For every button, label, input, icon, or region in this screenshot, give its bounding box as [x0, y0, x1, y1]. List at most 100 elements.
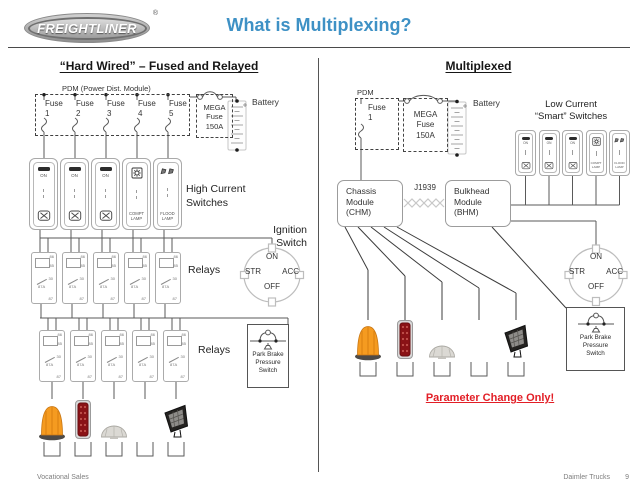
rocker-on-bar — [545, 136, 553, 140]
bulkhead-module-label-line: (BHM) — [454, 207, 479, 218]
work-light-icon — [568, 161, 577, 169]
relay-pin-label: 85 — [57, 341, 62, 346]
rocker-on-label: ON — [71, 172, 78, 178]
work-light-icon — [68, 209, 81, 221]
high-current-switches-label: High Current Switches — [186, 183, 246, 209]
ignition-switch-title: Ignition Switch — [273, 224, 307, 249]
relay-pin-label: 87A — [69, 284, 77, 289]
rocker-on-label: ON — [40, 172, 47, 178]
rocker-on-label: ON — [546, 140, 552, 145]
rocker-switch: ON — [538, 130, 560, 176]
ignition-acc-label: ACC — [606, 267, 623, 276]
rocker-face: ON — [32, 161, 55, 227]
lamp — [427, 318, 457, 362]
rocker-on-bar — [568, 136, 577, 140]
rocker-on-bar — [99, 166, 112, 171]
j1939-label: J1939 — [414, 183, 436, 192]
ignition-on-label: ON — [266, 252, 278, 261]
rocker-face: COMPT LAMP — [588, 133, 604, 173]
pdm-label: PDM — [357, 88, 374, 97]
dome-lamp-graphic — [429, 345, 455, 359]
rocker-label: FLOOD LAMP — [160, 211, 175, 222]
ignition-str-label: STR — [245, 267, 261, 276]
park-brake-label-line: Switch — [586, 350, 605, 358]
relay-pin-label: 85 — [111, 263, 116, 268]
relay-pin-label: 87A — [100, 284, 108, 289]
work-light-icon — [521, 161, 530, 169]
rocker-face: ON — [63, 161, 86, 227]
freightliner-logo: FREIGHTLINER ® — [24, 10, 158, 43]
compartment-lamp-icon — [131, 167, 142, 178]
relay-pin-label: 87A — [131, 284, 139, 289]
relay-pin-label: 87 — [79, 296, 84, 301]
red-marker-lamp-graphic — [75, 400, 91, 439]
left-section-heading: “Hard Wired” – Fused and Relayed — [59, 59, 259, 73]
rocker-divider — [595, 151, 597, 157]
right-section-heading: Multiplexed — [445, 59, 512, 73]
relay-pin-label: 30 — [141, 276, 146, 281]
parameter-change-note: Parameter Change Only! — [425, 392, 555, 404]
relay-pin-label: 87 — [180, 374, 185, 379]
rocker-divider — [105, 188, 106, 198]
lamp — [68, 398, 98, 442]
rocker-on-label: ON — [570, 140, 575, 145]
park-brake-label-line: Park Brake — [579, 334, 612, 341]
fuse-number: 4 — [138, 108, 143, 118]
fuse: Fuse 2 — [66, 99, 97, 118]
bulkhead-module-label-line: Module — [454, 196, 482, 207]
ignition-switch-left: ON STR ACC OFF — [244, 252, 300, 294]
relays-label-row2: Relays — [198, 344, 231, 356]
fuse: Fuse 5 — [159, 99, 190, 118]
relay-pin-label: 87A — [38, 284, 46, 289]
mega-fuse-label-line: MEGA — [203, 103, 226, 112]
relay-pin-label: 87 — [48, 296, 53, 301]
rocker-divider — [572, 150, 573, 155]
lamp-row-left — [37, 398, 191, 442]
rocker-switch: COMPT LAMP — [585, 130, 607, 176]
fuse-number: 2 — [76, 108, 81, 118]
mega-fuse-label-line: Fuse — [416, 120, 435, 130]
rocker-switch: ON — [91, 158, 120, 230]
fuse-word: Fuse — [107, 99, 125, 108]
relay-pin-label: 86 — [150, 332, 155, 337]
relay-pin-label: 30 — [118, 354, 123, 359]
chassis-module-label-line: (CHM) — [346, 207, 372, 218]
rocker-face: ON — [518, 133, 533, 173]
relay-pin-label: 87A — [46, 362, 54, 367]
relay-pin-label: 30 — [172, 276, 177, 281]
lamp — [99, 398, 129, 442]
lamp — [353, 318, 383, 362]
battery-label: Battery — [252, 97, 279, 107]
chassis-module-label-line: Module — [346, 196, 374, 207]
pdm-label: PDM (Power Dist. Module) — [62, 84, 151, 93]
rocker-on-bar — [521, 136, 530, 140]
ignition-off-label: OFF — [264, 282, 280, 291]
pressure-switch-symbol — [577, 312, 614, 333]
relay-pin-label: 87 — [149, 374, 154, 379]
footer-page-number: 9 — [625, 474, 629, 481]
relay-pin-label: 87A — [77, 362, 85, 367]
ignition-switch-graphic-left — [239, 243, 305, 307]
relay-pin-label: 87A — [162, 284, 170, 289]
relay-pin-label: 87 — [56, 374, 61, 379]
logo-text: FREIGHTLINER — [37, 20, 137, 36]
chassis-module-label-line: Chassis — [346, 186, 377, 196]
relay-pin-label: 30 — [87, 354, 92, 359]
relay-pin-label: 30 — [79, 276, 84, 281]
mega-fuse-label-line: MEGA — [413, 110, 438, 119]
page-title: What is Multiplexing? — [226, 15, 412, 35]
red-marker-lamp-graphic — [397, 320, 413, 359]
relay-pin-label: 87 — [172, 296, 177, 301]
pressure-switch-symbol — [250, 329, 286, 350]
rocker-label: COMPT LAMP — [128, 211, 145, 222]
smart-switches-label: Low Current “Smart” Switches — [506, 99, 636, 124]
rocker-on-bar — [37, 166, 50, 171]
flood-work-lamp-graphic — [504, 324, 529, 358]
rocker-on-bar — [68, 166, 81, 171]
